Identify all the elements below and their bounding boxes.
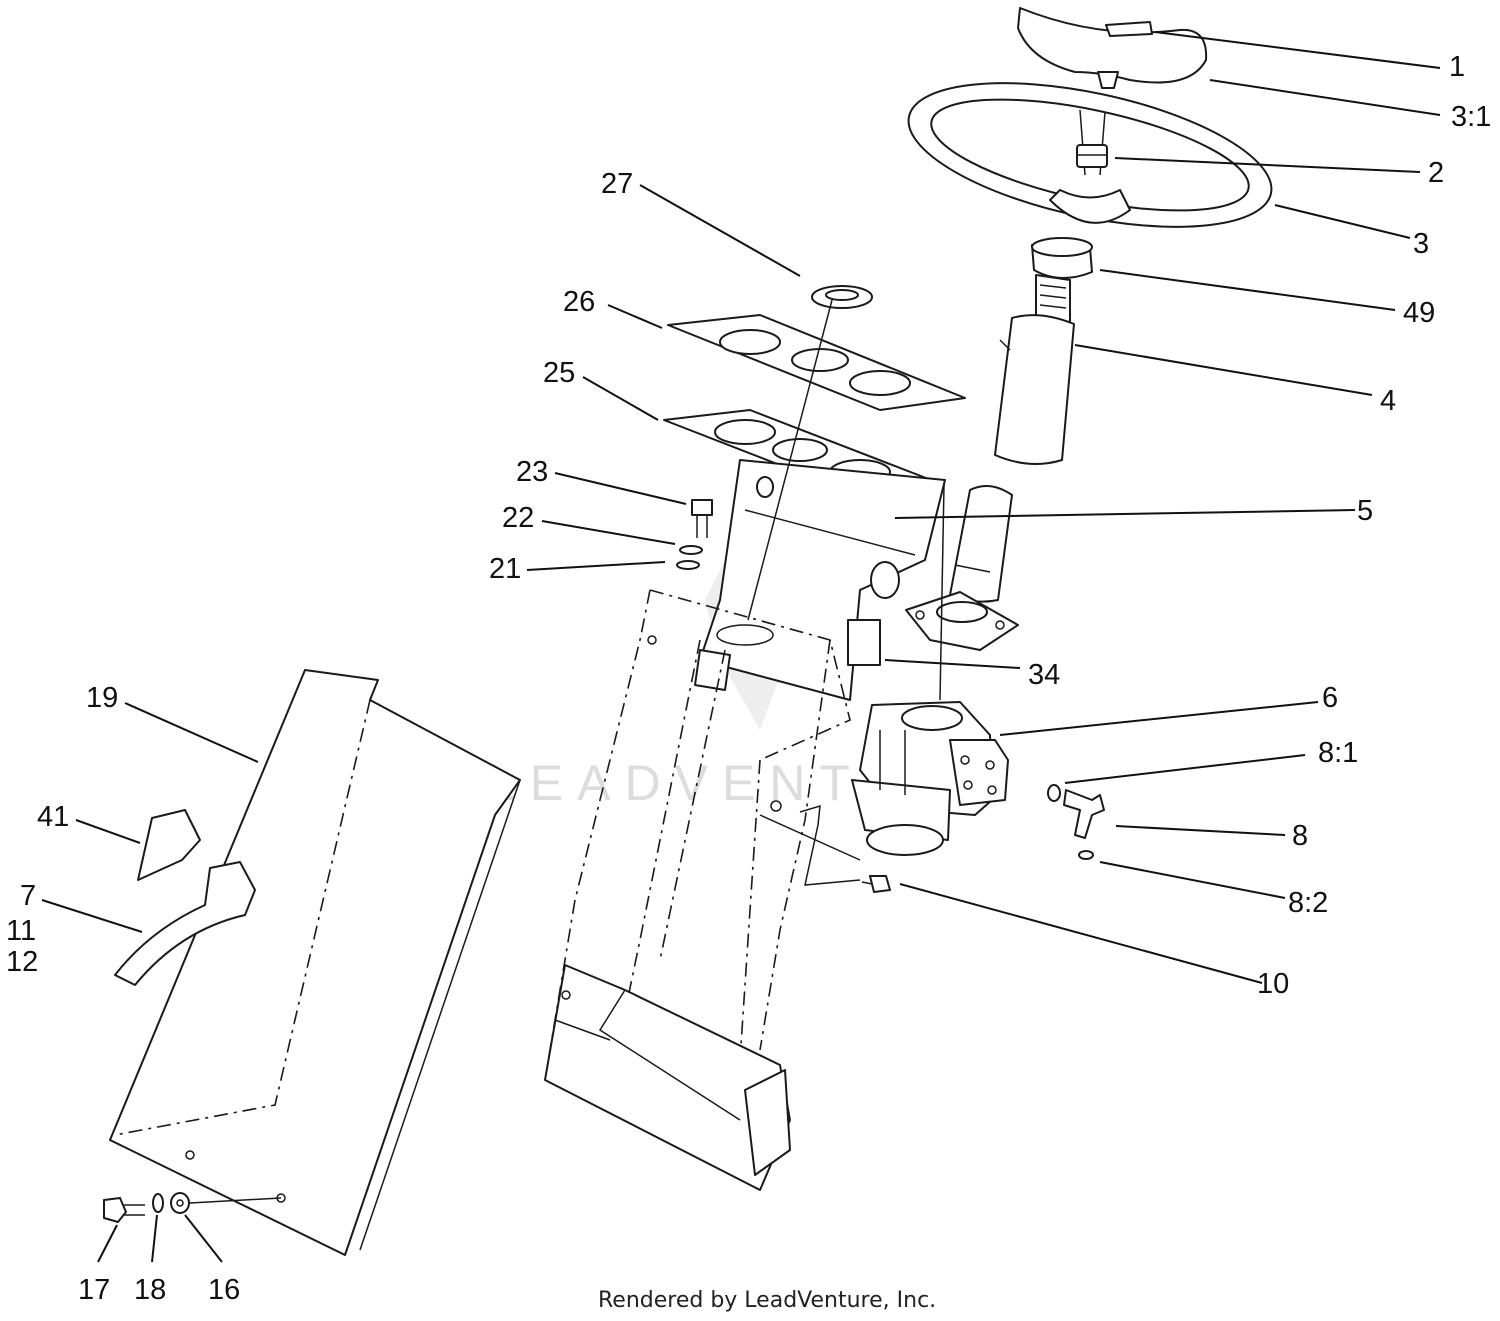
cover-fasteners	[103, 1192, 282, 1223]
callout-16: 16	[208, 1274, 240, 1306]
callout-2: 2	[1428, 157, 1444, 189]
steering-valve	[851, 701, 1009, 856]
callout-11: 11	[6, 915, 36, 947]
steering-tube	[994, 274, 1075, 465]
callout-49: 49	[1403, 297, 1435, 329]
fitting	[1047, 784, 1105, 860]
adapter	[1031, 237, 1093, 279]
bolt-10	[861, 875, 891, 893]
gasket-upper	[667, 314, 966, 411]
column-cover	[109, 669, 521, 1256]
callout-8-2: 8:2	[1288, 887, 1328, 919]
leader-lines	[41, 31, 1441, 1263]
callout-3: 3	[1413, 228, 1429, 260]
callout-22: 22	[502, 502, 534, 534]
callout-8: 8	[1292, 820, 1308, 852]
callout-4: 4	[1380, 385, 1396, 417]
callout-27: 27	[601, 168, 633, 200]
column-shaft	[905, 485, 1019, 651]
callout-labels: 1 3:1 2 3 49 4 27 26 25 23 22 21 5 34 6 …	[6, 51, 1491, 1306]
callout-12: 12	[6, 946, 38, 978]
footer-credit: Rendered by LeadVenture, Inc.	[598, 1288, 936, 1313]
callout-26: 26	[563, 286, 595, 318]
callout-1: 1	[1449, 51, 1465, 83]
steering-wheel	[907, 82, 1273, 228]
callout-5: 5	[1357, 495, 1373, 527]
callout-7: 7	[20, 880, 36, 912]
callout-10: 10	[1257, 968, 1289, 1000]
mount-bracket-lines	[759, 804, 861, 886]
callout-17: 17	[78, 1274, 110, 1306]
callout-34: 34	[1028, 659, 1060, 691]
bolt-washers	[676, 499, 713, 570]
wheel-cap	[1017, 7, 1208, 89]
frame-tube	[544, 964, 791, 1191]
callout-21: 21	[489, 553, 521, 585]
callout-41: 41	[37, 801, 69, 833]
seal	[811, 285, 873, 309]
callout-6: 6	[1322, 682, 1338, 714]
callout-3-1: 3:1	[1451, 101, 1491, 133]
callout-25: 25	[543, 357, 575, 389]
decals	[114, 809, 256, 986]
callout-18: 18	[134, 1274, 166, 1306]
callout-19: 19	[86, 682, 118, 714]
callout-23: 23	[516, 456, 548, 488]
callout-8-1: 8:1	[1318, 737, 1358, 769]
column-bracket	[694, 459, 946, 701]
